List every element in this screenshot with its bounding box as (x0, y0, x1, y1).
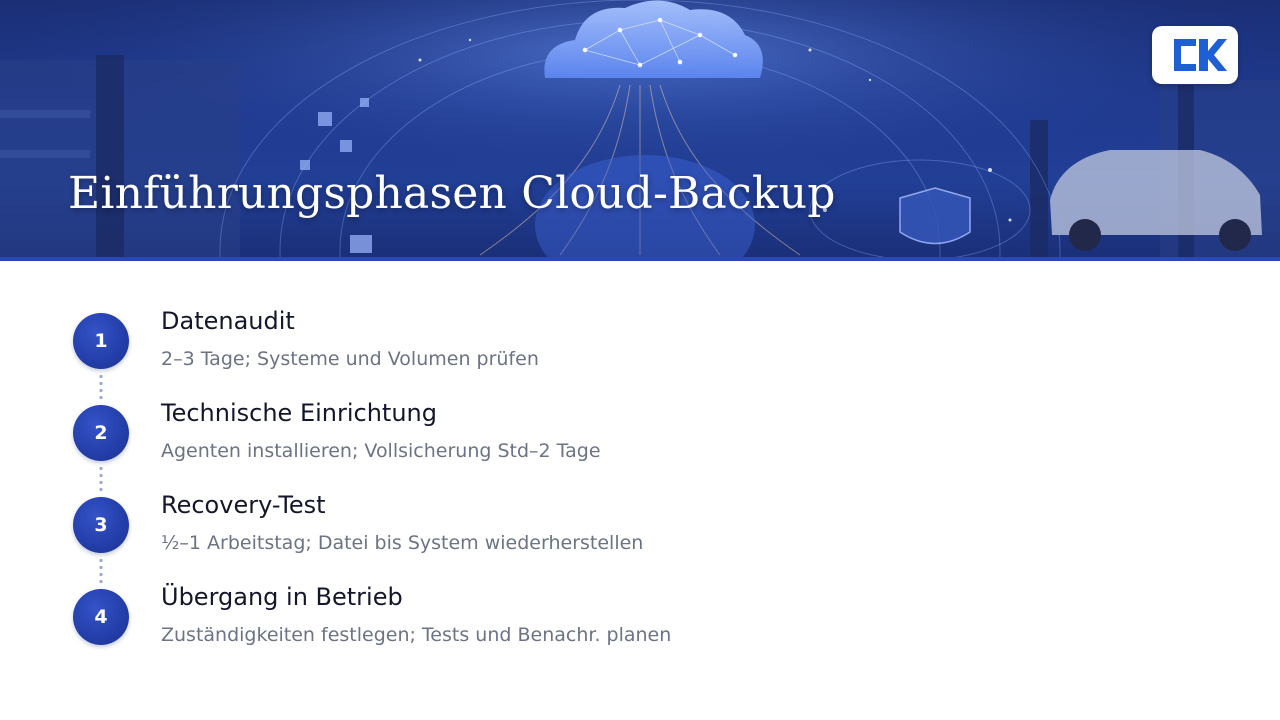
step-title: Übergang in Betrieb (161, 583, 403, 611)
step-number-badge: 3 (73, 497, 129, 553)
header-banner: Einführungsphasen Cloud-Backup (0, 0, 1280, 258)
step-connector (99, 557, 103, 587)
ck-logo-icon (1152, 26, 1238, 84)
step-title: Datenaudit (161, 307, 295, 335)
banner-divider (0, 257, 1280, 261)
page-title: Einführungsphasen Cloud-Backup (68, 168, 836, 219)
step-title: Recovery-Test (161, 491, 326, 519)
step-description: ½–1 Arbeitstag; Datei bis System wiederh… (161, 532, 644, 554)
step-connector (99, 465, 103, 495)
step-number-badge: 1 (73, 313, 129, 369)
cloud-network-illustration (0, 0, 1280, 258)
step-connector (99, 373, 103, 403)
step-description: 2–3 Tage; Systeme und Volumen prüfen (161, 348, 539, 370)
step-title: Technische Einrichtung (161, 399, 437, 427)
step-number-badge: 2 (73, 405, 129, 461)
step-number-badge: 4 (73, 589, 129, 645)
step-description: Agenten installieren; Vollsicherung Std–… (161, 440, 601, 462)
step-description: Zuständigkeiten festlegen; Tests und Ben… (161, 624, 672, 646)
